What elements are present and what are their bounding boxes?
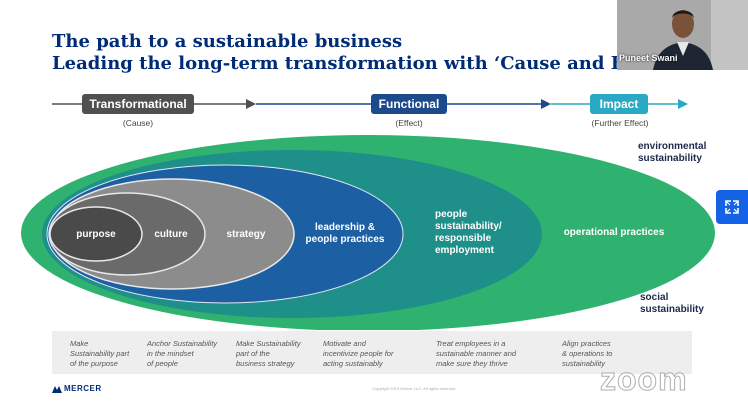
stage-functional: Functional	[371, 94, 447, 114]
video-tile[interactable]	[617, 0, 748, 70]
label-leadership: leadership & people practices	[298, 222, 392, 246]
desc-purpose-l3: of the purpose	[70, 359, 118, 368]
label-environmental-line2: sustainability	[638, 153, 702, 164]
desc-purpose: Make Sustainability part of the purpose	[70, 339, 129, 369]
brand-name: MERCER	[64, 384, 102, 393]
desc-operational-l1: Align practices	[562, 339, 611, 348]
expand-button[interactable]	[716, 190, 748, 224]
desc-culture: Anchor Sustainability in the mindset of …	[147, 339, 217, 369]
desc-culture-l2: in the mindset	[147, 349, 194, 358]
desc-people-l1: Treat employees in a	[436, 339, 506, 348]
label-social-line2: sustainability	[640, 304, 704, 315]
label-purpose: purpose	[76, 229, 116, 240]
desc-strategy-l1: Make Sustainability	[236, 339, 301, 348]
desc-people-l3: make sure they thrive	[436, 359, 508, 368]
stage-functional-sub: (Effect)	[395, 118, 423, 128]
presenter-name: Puneet Swani	[619, 53, 678, 63]
slide-title: The path to a sustainable business	[52, 31, 403, 52]
label-environmental: environmental sustainability	[638, 141, 706, 165]
label-strategy: strategy	[226, 229, 266, 240]
label-social: social sustainability	[640, 292, 704, 316]
stage-impact-sub: (Further Effect)	[591, 118, 649, 128]
desc-strategy-l3: business strategy	[236, 359, 295, 368]
desc-people: Treat employees in a sustainable manner …	[436, 339, 516, 369]
desc-leadership: Motivate and incentivize people for acti…	[323, 339, 393, 369]
label-people-line1: people	[435, 209, 468, 220]
label-people: people sustainability/ responsible emplo…	[435, 209, 525, 257]
label-leadership-line2: people practices	[305, 234, 385, 245]
description-row	[52, 331, 692, 374]
label-people-line4: employment	[435, 245, 494, 256]
cause-effect-diagram	[21, 135, 715, 330]
label-culture: culture	[154, 229, 188, 240]
desc-leadership-l2: incentivize people for	[323, 349, 394, 358]
label-people-line2: sustainability/	[435, 221, 502, 232]
copyright-text: Copyright 2019 Mercer LLC. All rights re…	[372, 386, 457, 391]
desc-operational: Align practices & operations to sustaina…	[562, 339, 612, 369]
desc-strategy-l2: part of the	[236, 349, 270, 358]
stage-transformational: Transformational	[82, 94, 194, 114]
desc-people-l2: sustainable manner and	[436, 349, 517, 358]
desc-operational-l2: & operations to	[562, 349, 613, 358]
desc-culture-l3: of people	[147, 359, 178, 368]
desc-leadership-l3: acting sustainably	[323, 359, 383, 368]
ellipse-purpose	[49, 206, 143, 262]
desc-strategy: Make Sustainability part of the business…	[236, 339, 301, 369]
slide-subtitle: Leading the long-term transformation wit…	[52, 53, 677, 74]
stage-impact: Impact	[590, 94, 648, 114]
desc-culture-l1: Anchor Sustainability	[147, 339, 218, 348]
desc-leadership-l1: Motivate and	[323, 339, 366, 348]
presenter-video	[617, 0, 748, 70]
label-leadership-line1: leadership &	[314, 222, 376, 233]
expand-icon	[725, 200, 739, 214]
label-people-line3: responsible	[435, 233, 492, 244]
desc-purpose-l2: Sustainability part	[70, 349, 130, 358]
stage-transformational-sub: (Cause)	[122, 118, 154, 128]
label-environmental-line1: environmental	[638, 141, 707, 152]
label-operational: operational practices	[563, 227, 665, 238]
zoom-watermark: zoom	[600, 361, 688, 398]
desc-purpose-l1: Make	[70, 339, 89, 348]
label-social-line1: social	[640, 292, 669, 303]
desc-operational-l3: sustainability	[562, 359, 605, 368]
mercer-logo-icon	[52, 386, 62, 393]
